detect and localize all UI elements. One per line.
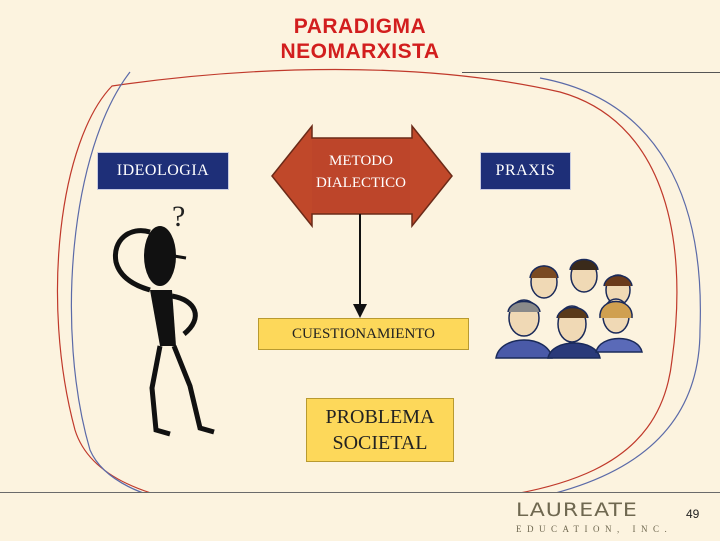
laureate-logo: LAUREATE	[516, 499, 638, 522]
metodo-label: METODO DIALECTICO	[296, 150, 426, 194]
cuestionamiento-label: CUESTIONAMIENTO	[291, 325, 436, 342]
ideologia-label: IDEOLOGIA	[116, 162, 210, 179]
praxis-label: PRAXIS	[495, 162, 556, 179]
ideologia-box: IDEOLOGIA	[97, 152, 229, 190]
cuestionamiento-box: CUESTIONAMIENTO	[258, 318, 469, 350]
metodo-line-1: METODO	[329, 153, 393, 169]
problema-line-2: SOCIETAL	[332, 432, 428, 454]
question-mark: ?	[172, 200, 185, 233]
footer-bar	[0, 492, 720, 541]
title-line-2: NEOMARXISTA	[280, 40, 440, 63]
laureate-logo-sub: EDUCATION, INC.	[516, 524, 673, 534]
title-rule	[462, 72, 720, 73]
slide-title: PARADIGMA NEOMARXISTA	[0, 14, 720, 64]
metodo-line-2: DIALECTICO	[316, 175, 406, 191]
problema-box: PROBLEMA SOCIETAL	[306, 398, 454, 462]
page-number: 49	[686, 507, 700, 521]
praxis-box: PRAXIS	[480, 152, 571, 190]
title-line-1: PARADIGMA	[293, 15, 427, 38]
problema-line-1: PROBLEMA	[325, 406, 435, 428]
